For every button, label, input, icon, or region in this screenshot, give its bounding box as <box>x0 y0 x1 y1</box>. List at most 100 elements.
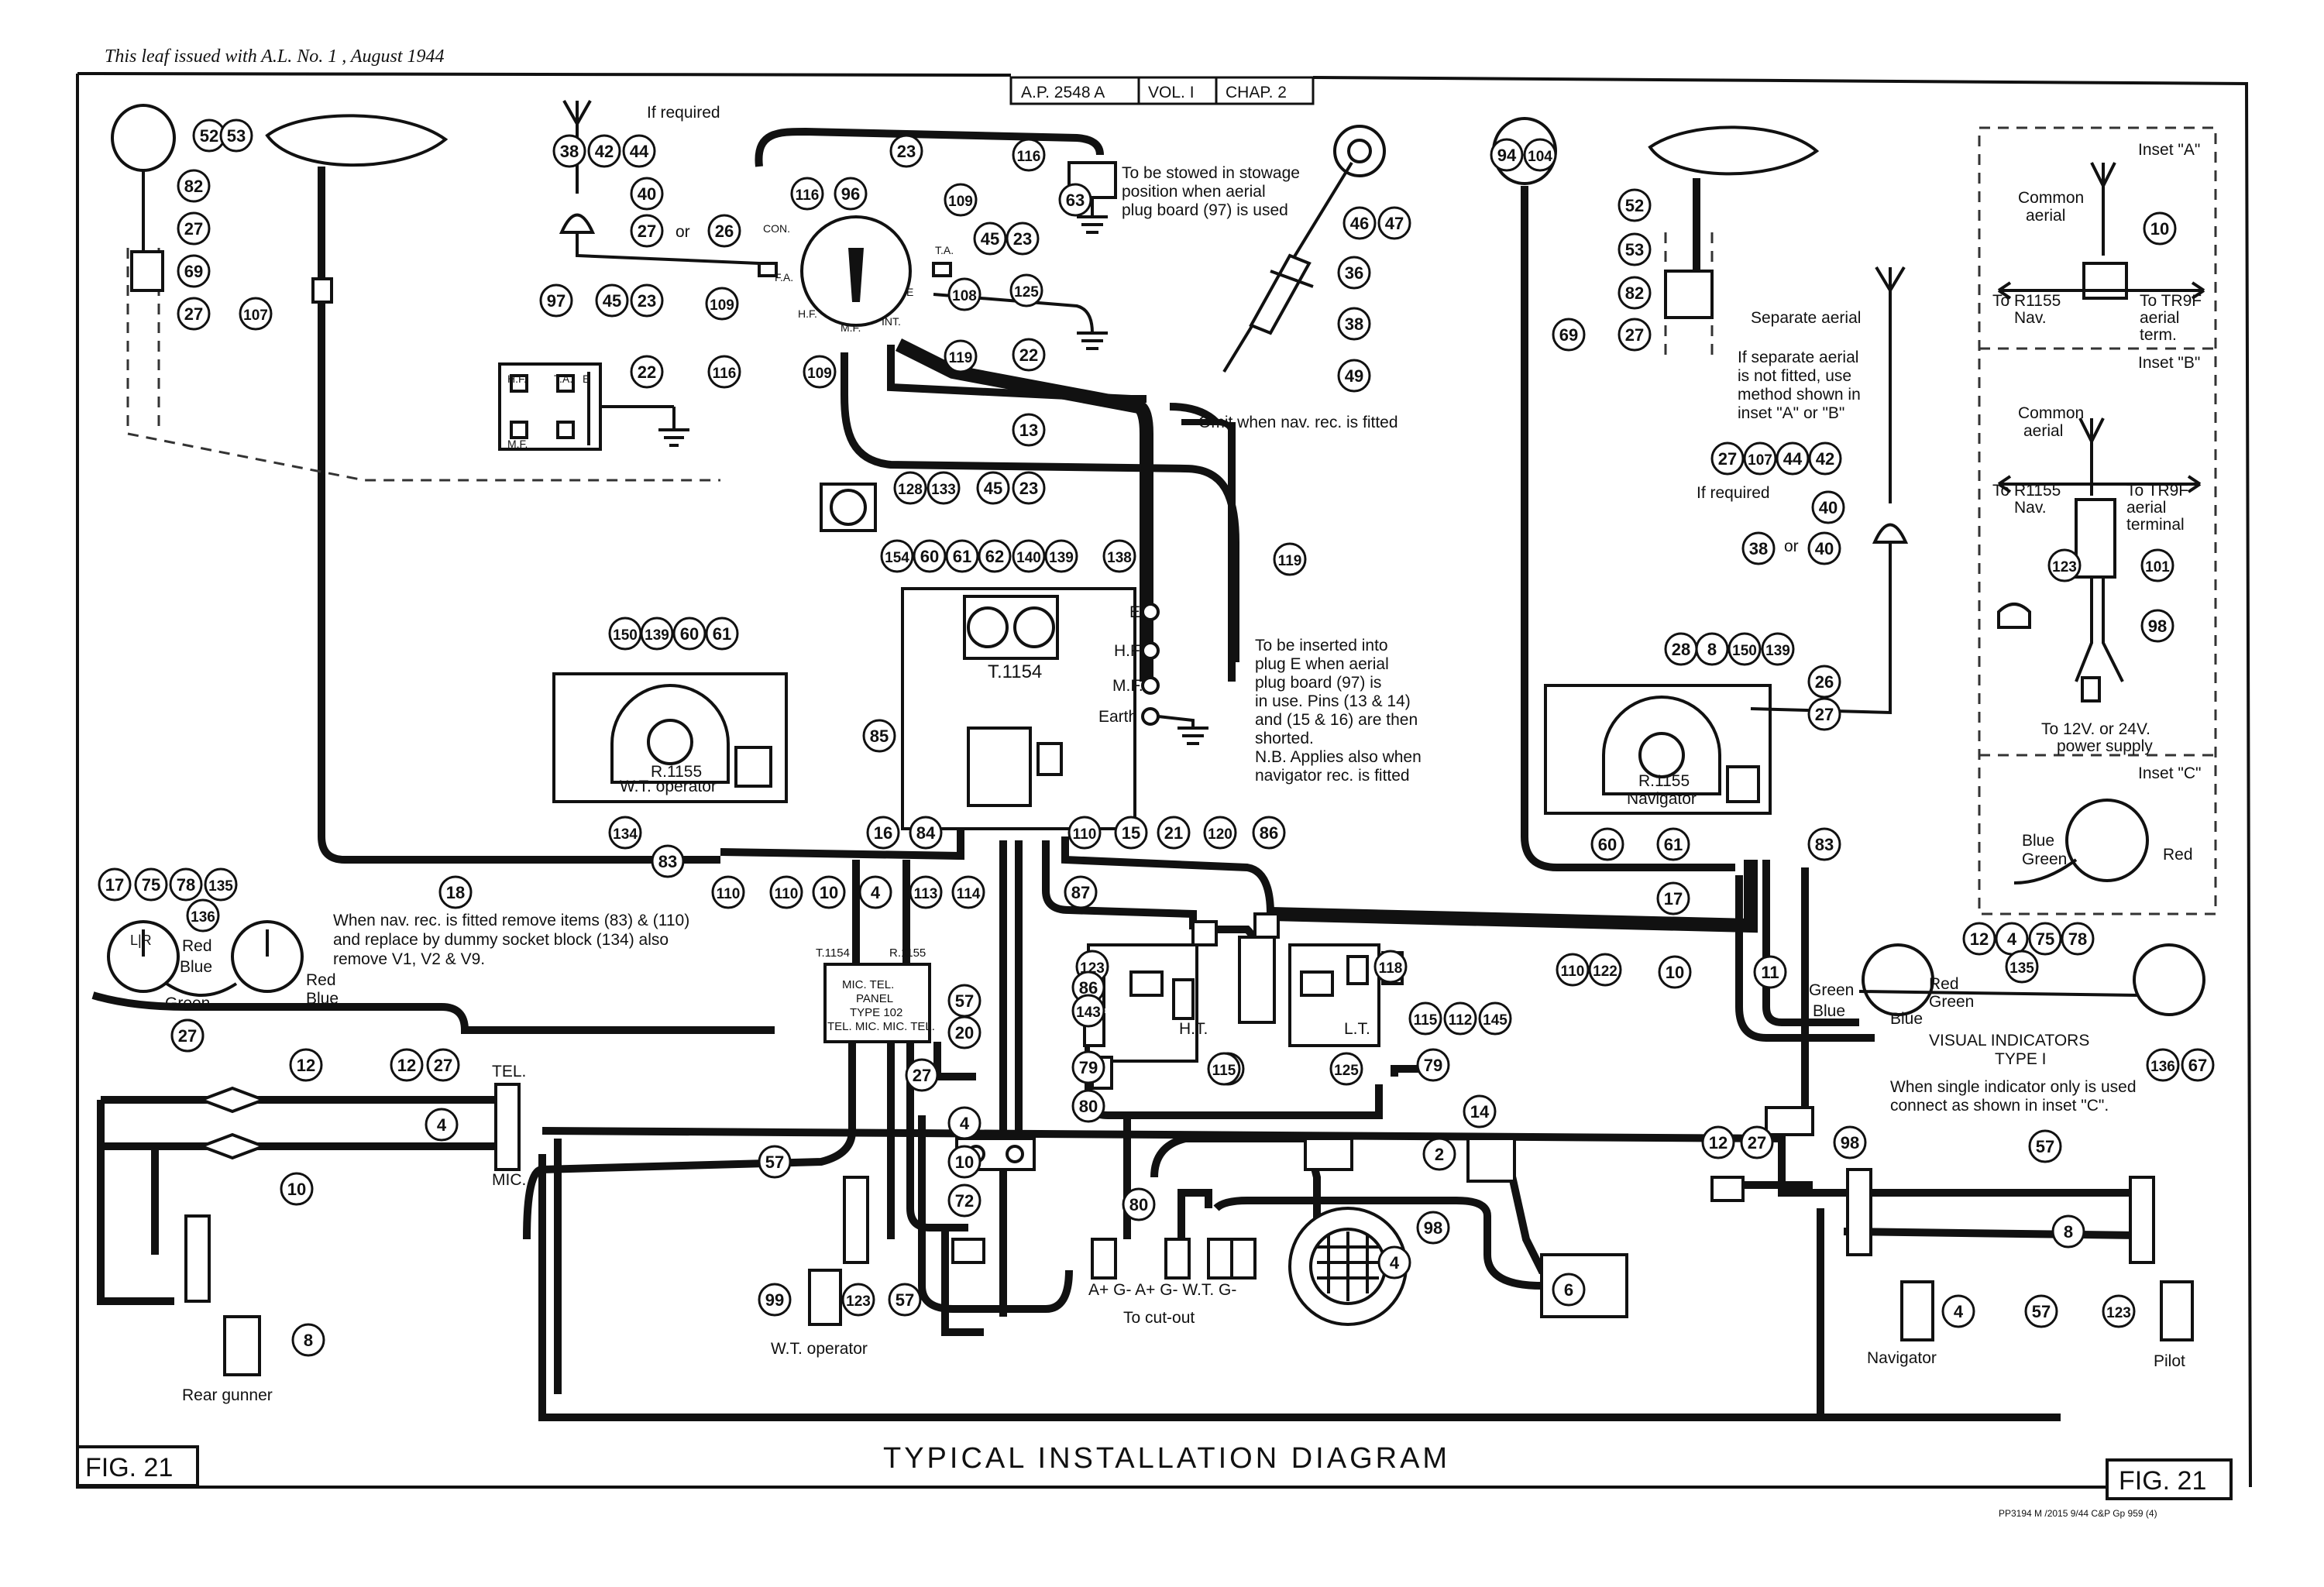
callout-number: 61 <box>1664 835 1683 854</box>
callout-bubble: 85 <box>862 719 896 753</box>
callout-bubble: 136 <box>2146 1048 2180 1082</box>
callout-number: 2 <box>1435 1145 1444 1164</box>
callout-number: 4 <box>871 883 881 902</box>
callout-bubble: 22 <box>1012 338 1046 372</box>
callout-bubble: 23 <box>889 134 923 168</box>
callout-bubble: 27 <box>1618 318 1652 352</box>
callout-bubble: 136 <box>186 898 220 933</box>
r1155-nav-label-1: R.1155 <box>1638 772 1690 790</box>
callout-bubble: 123 <box>2047 548 2082 582</box>
callout-bubble: 13 <box>1012 413 1046 447</box>
callout-bubble: 61 <box>1656 827 1690 861</box>
callout-number: 40 <box>638 184 656 204</box>
callout-number: 4 <box>437 1115 447 1135</box>
callout-number: 16 <box>874 823 892 843</box>
callout-number: 4 <box>1390 1253 1400 1273</box>
callout-bubble: 23 <box>630 283 664 318</box>
top-trailing-aerial <box>559 100 1104 265</box>
callout-number: 23 <box>638 291 656 311</box>
callout-bubble: 128 <box>893 471 927 505</box>
callout-number: 140 <box>1016 550 1041 566</box>
separate-aerial-label: Separate aerial <box>1751 309 1861 327</box>
callout-bubble: 116 <box>707 355 741 389</box>
inset-a-right-2: aerial <box>2140 309 2179 327</box>
receiver-r1155-wt <box>552 672 788 803</box>
diagram-title: TYPICAL INSTALLATION DIAGRAM <box>883 1442 1450 1475</box>
callout-bubble: 8 <box>2051 1214 2085 1249</box>
wire-red-left2: Red <box>306 971 336 989</box>
callout-bubble: 143 <box>1071 994 1105 1028</box>
wire-red-left: Red <box>182 937 212 955</box>
callout-bubble: 23 <box>1006 222 1040 256</box>
callout-number: 57 <box>765 1152 784 1172</box>
plug-hf: H.F. <box>1114 642 1143 660</box>
or-label-2: or <box>1784 538 1799 555</box>
aerial-plug-board <box>498 362 689 451</box>
callout-number: 27 <box>184 219 203 239</box>
callout-number: 20 <box>955 1023 974 1043</box>
callout-bubble: 40 <box>1811 490 1845 524</box>
inset-c-red: Red <box>2163 846 2193 864</box>
wire-blue-left2: Blue <box>306 990 339 1008</box>
inset-b-right-2: aerial <box>2126 499 2166 517</box>
callout-bubble: 82 <box>1618 276 1652 310</box>
callout-number: 10 <box>2150 219 2169 239</box>
callout-bubble: 107 <box>239 297 273 331</box>
callout-bubble: 75 <box>134 867 168 902</box>
callout-number: 97 <box>547 291 566 311</box>
footer-codes: PP3194 M /2015 9/44 C&P Gp 959 (4) <box>1999 1508 2157 1519</box>
callout-bubble: 53 <box>1618 232 1652 266</box>
switch-con: CON. <box>763 222 790 235</box>
t1154-label: T.1154 <box>988 661 1042 682</box>
callout-bubble: 112 <box>1443 1001 1477 1036</box>
callout-bubble: 78 <box>169 867 203 902</box>
mic-panel-label-1: MIC. TEL. <box>842 978 894 991</box>
ht-label: H.T. <box>1179 1020 1208 1038</box>
callout-number: 83 <box>1815 835 1834 854</box>
callout-number: 42 <box>595 142 614 161</box>
callout-number: 26 <box>1815 672 1834 692</box>
mic-panel-label-3: TYPE 102 <box>850 1006 902 1019</box>
callout-bubble: 134 <box>608 816 642 850</box>
callout-number: 45 <box>603 291 621 311</box>
callout-bubble: 4 <box>858 875 892 909</box>
callout-number: 27 <box>1718 449 1737 469</box>
headsets <box>184 1083 2194 1376</box>
callout-number: 42 <box>1816 449 1834 469</box>
callout-number: 98 <box>1841 1133 1859 1152</box>
callout-number: 60 <box>1598 835 1617 854</box>
callout-bubble: 17 <box>1656 881 1690 915</box>
callout-bubble: 98 <box>1416 1211 1450 1245</box>
transmitter-t1154 <box>901 587 1208 830</box>
callout-bubble: 17 <box>98 867 132 902</box>
omit-note: Omit when nav. rec. is fitted <box>1198 414 1398 431</box>
fixed-aerial-rod <box>1222 125 1386 373</box>
callout-number: 150 <box>1732 643 1757 659</box>
callout-number: 109 <box>948 194 973 210</box>
callout-bubble: 108 <box>947 277 982 311</box>
callout-bubble: 79 <box>1416 1048 1450 1082</box>
callout-number: 8 <box>2064 1222 2073 1242</box>
callout-number: 10 <box>1666 963 1684 982</box>
callout-number: 4 <box>1954 1302 1964 1321</box>
callout-number: 27 <box>1815 705 1834 724</box>
wire-green-left: Green <box>165 994 210 1012</box>
plug-e-97: E <box>583 373 590 385</box>
callout-bubble: 57 <box>2028 1129 2062 1163</box>
callout-number: 10 <box>955 1152 974 1172</box>
switch-fa: F.A. <box>775 271 793 283</box>
callout-bubble: 8 <box>291 1323 325 1357</box>
callout-number: 6 <box>1564 1280 1573 1300</box>
callout-number: 79 <box>1424 1056 1442 1075</box>
callout-number: 27 <box>178 1026 197 1046</box>
callout-number: 26 <box>715 222 734 241</box>
issue-note: This leaf issued with A.L. No. 1 , Augus… <box>105 46 445 67</box>
callout-bubble: 94 <box>1490 138 1524 172</box>
callout-number: 101 <box>2145 559 2170 575</box>
callout-number: 80 <box>1129 1195 1148 1214</box>
callout-number: 61 <box>713 624 731 644</box>
callout-bubble: 27 <box>905 1058 939 1092</box>
callout-bubble: 98 <box>2140 609 2174 643</box>
if-required-right: If required <box>1697 484 1770 502</box>
callout-number: 116 <box>713 366 737 382</box>
